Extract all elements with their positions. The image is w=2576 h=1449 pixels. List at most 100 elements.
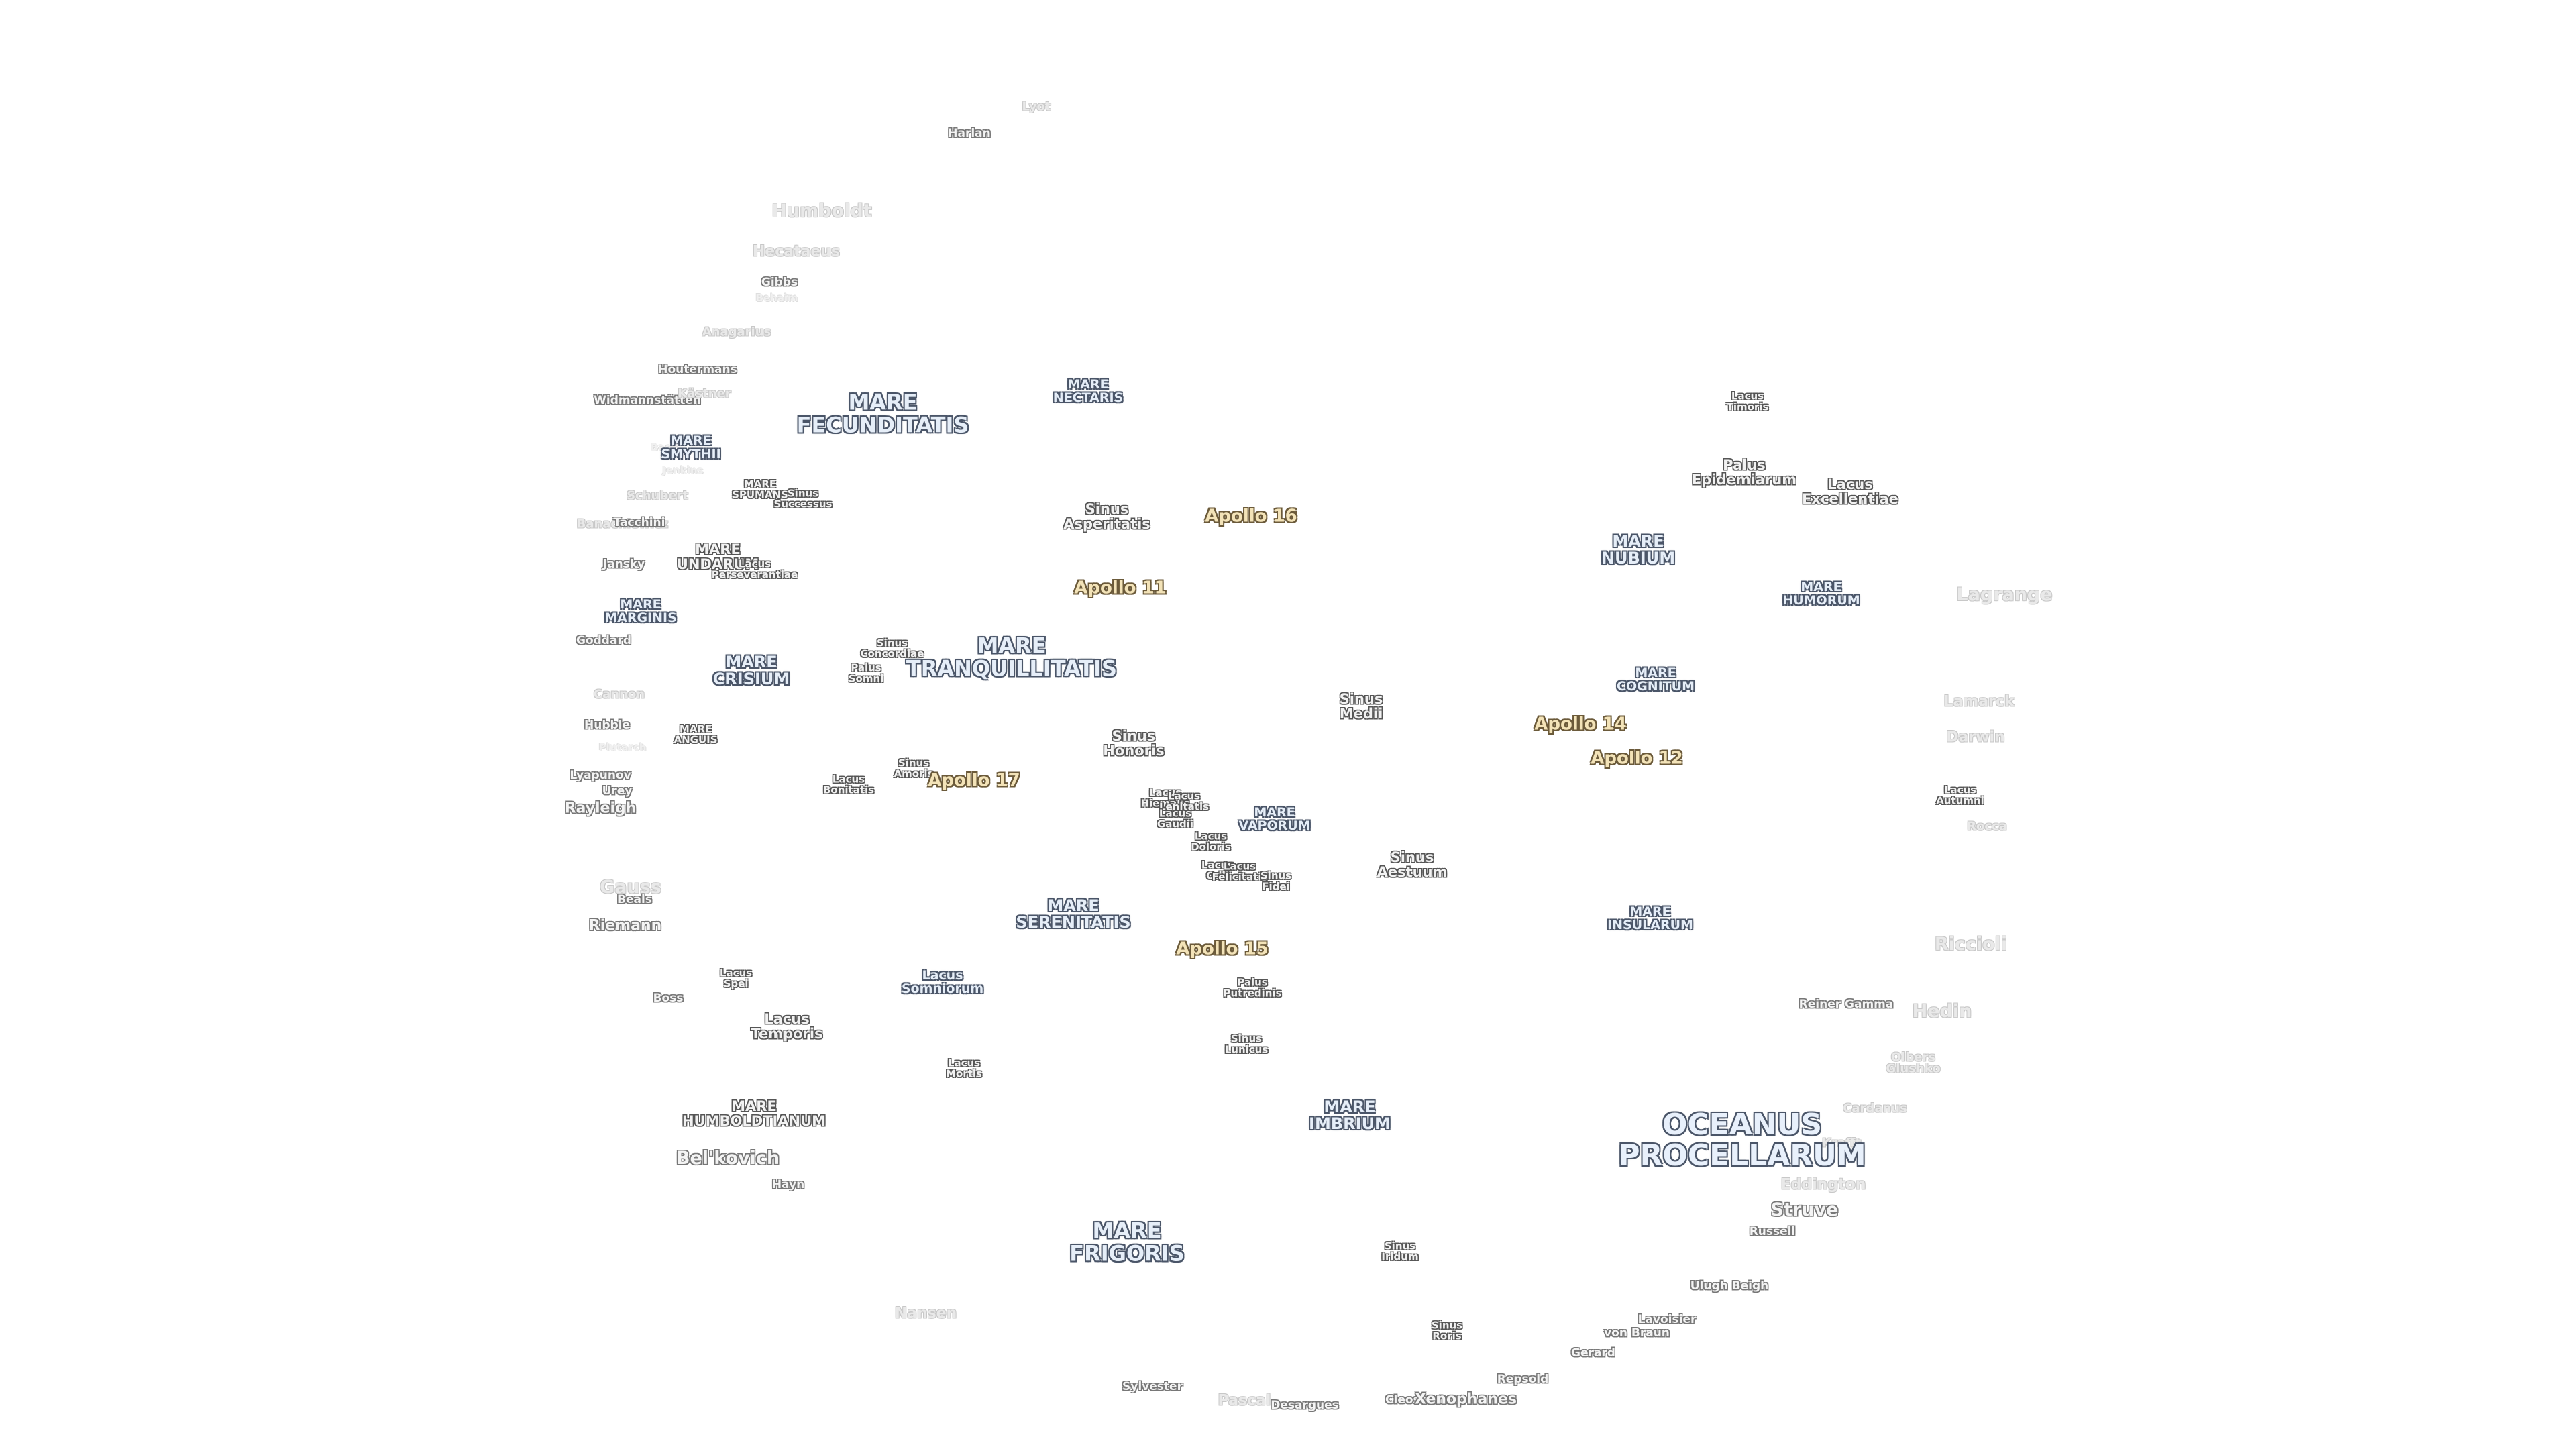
label-palus-somni: Palus Somni xyxy=(848,661,884,684)
label-lacus-temporis: Lacus Temporis xyxy=(751,1010,823,1042)
label-mare-imbrium: MARE IMBRIUM xyxy=(1309,1097,1391,1133)
label-hayn: Hayn xyxy=(771,1178,805,1192)
label-mare-serenitatis: MARE SERENITATIS xyxy=(1016,896,1131,932)
label-bel-kovich: Bel'kovich xyxy=(676,1147,780,1169)
label-mare-insularum: MARE INSULARUM xyxy=(1607,904,1693,932)
label-lacus-mortis: Lacus Mortis xyxy=(946,1057,982,1079)
label-sinus-amoris: Sinus Amoris xyxy=(894,757,934,780)
label-boss: Boss xyxy=(653,991,684,1006)
label-von-braun: von Braun xyxy=(1604,1326,1670,1340)
label-hecataeus: Hecataeus xyxy=(752,243,841,260)
label-sylvester: Sylvester xyxy=(1122,1380,1183,1394)
label-tacchini: Tacchini xyxy=(613,516,665,530)
label-desargues: Desargues xyxy=(1271,1399,1339,1413)
label-lacus-excellentiae: Lacus Excellentiae xyxy=(1802,476,1898,507)
label-mare-crisium: MARE CRISIUM xyxy=(712,652,790,688)
label-glushko: Glushko xyxy=(1886,1061,1941,1076)
label-olbers: Olbers xyxy=(1890,1050,1936,1065)
label-riccioli: Riccioli xyxy=(1934,933,2008,955)
label-oceanus-procellarum: OCEANUS PROCELLARUM xyxy=(1618,1107,1866,1173)
label-lacus-lenitatis: Lacus Lenitatis xyxy=(1159,790,1210,812)
label-lacus-gaudii: Lacus Gaudii xyxy=(1157,807,1194,830)
label-mare-nubium: MARE NUBIUM xyxy=(1601,531,1676,568)
label-goddard: Goddard xyxy=(576,634,631,648)
label-harlan: Harlan xyxy=(948,127,991,141)
label-lacus-spei: Lacus Spei xyxy=(719,967,753,989)
label-behaim: Behaim xyxy=(755,292,798,305)
label-sinus-asperitatis: Sinus Asperitatis xyxy=(1063,500,1150,532)
label-sinus-fidei: Sinus Fidei xyxy=(1260,869,1292,892)
label-palus-putredinis: Palus Putredinis xyxy=(1223,976,1282,999)
label-eddington: Eddington xyxy=(1780,1176,1866,1193)
label-k-stner: Kästner xyxy=(678,386,731,401)
label-gerard: Gerard xyxy=(1571,1346,1615,1360)
label-lamarck: Lamarck xyxy=(1943,693,2015,710)
label-darwin: Darwin xyxy=(1946,729,2005,746)
label-lyot: Lyot xyxy=(1022,99,1051,114)
label-mare-anguis: MARE ANGUIS xyxy=(674,722,718,745)
label-mare-smythii: MARE SMYTHII xyxy=(661,433,721,462)
label-mare-nectaris: MARE NECTARIS xyxy=(1053,377,1124,405)
label-apollo-12: Apollo 12 xyxy=(1591,748,1683,769)
label-xenophanes: Xenophanes xyxy=(1414,1391,1517,1408)
label-humboldt: Humboldt xyxy=(771,200,872,221)
label-apollo-17: Apollo 17 xyxy=(928,770,1020,791)
label-cleostratus: Cleostratus xyxy=(1385,1393,1459,1407)
label-ulugh-beigh: Ulugh Beigh xyxy=(1690,1279,1769,1293)
label-lacus-felicitatis: Lacus Felicitatis xyxy=(1212,860,1268,883)
label-lacus-somniorum: Lacus Somniorum xyxy=(901,968,984,996)
label-riemann: Riemann xyxy=(588,917,662,934)
label-sinus-successus: Sinus Successus xyxy=(773,487,833,510)
label-widmannst-tten: Widmannstätten xyxy=(594,394,701,408)
label-mare-undarum: MARE UNDARUM xyxy=(676,541,759,572)
label-russell: Russell xyxy=(1749,1225,1796,1239)
label-sinus-honoris: Sinus Honoris xyxy=(1103,727,1165,759)
label-reiner-gamma: Reiner Gamma xyxy=(1799,998,1894,1012)
label-cardanus: Cardanus xyxy=(1843,1101,1907,1116)
label-hubble: Hubble xyxy=(584,718,631,733)
label-lacus-bonitatis: Lacus Bonitatis xyxy=(822,773,875,796)
label-mare-cognitum: MARE COGNITUM xyxy=(1617,665,1695,694)
label-jansky: Jansky xyxy=(602,557,645,572)
label-rocca: Rocca xyxy=(1967,819,2007,834)
label-nansen: Nansen xyxy=(894,1305,957,1322)
label-mare-fecunditatis: MARE FECUNDITATIS xyxy=(796,389,969,437)
label-lacus-autumni: Lacus Autumni xyxy=(1936,784,1984,806)
label-lacus-hiemalis: Lacus Hiemalis xyxy=(1140,786,1190,809)
label-palus-epidemiarum: Palus Epidemiarum xyxy=(1691,456,1797,488)
label-lacus-timoris: Lacus Timoris xyxy=(1726,390,1769,413)
label-sinus-roris: Sinus Roris xyxy=(1431,1319,1463,1342)
label-mare-frigoris: MARE FRIGORIS xyxy=(1069,1218,1185,1266)
label-mare-vaporum: MARE VAPORUM xyxy=(1238,805,1311,833)
label-lacus-odii: Lacus Odii xyxy=(1201,859,1234,881)
label-urey: Urey xyxy=(602,784,633,798)
label-repsold: Repsold xyxy=(1497,1373,1549,1387)
label-sinus-concordiae: Sinus Concordiae xyxy=(860,637,924,659)
label-houtermans: Houtermans xyxy=(658,363,737,377)
label-anagarius: Anagarius xyxy=(702,325,771,339)
label-apollo-11: Apollo 11 xyxy=(1074,578,1167,598)
label-jenkins: Jenkins xyxy=(662,464,704,477)
label-mare-humboldtianum: MARE HUMBOLDTIANUM xyxy=(682,1097,826,1129)
label-beals: Beals xyxy=(617,893,652,907)
label-mare-marginis: MARE MARGINIS xyxy=(604,597,677,625)
label-krafft: Krafft xyxy=(1821,1136,1862,1150)
label-sinus-iridum: Sinus Iridum xyxy=(1381,1240,1419,1263)
label-lacus-doloris: Lacus Doloris xyxy=(1191,830,1231,853)
label-lavoisier: Lavoisier xyxy=(1638,1313,1697,1327)
label-hedin: Hedin xyxy=(1912,1000,1972,1022)
label-lagrange: Lagrange xyxy=(1956,584,2053,605)
label-gibbs: Gibbs xyxy=(761,276,798,290)
label-rayleigh: Rayleigh xyxy=(564,800,637,817)
label-lyapunov: Lyapunov xyxy=(570,769,631,783)
label-sinus-aestuum: Sinus Aestuum xyxy=(1377,849,1448,880)
label-pascal: Pascal xyxy=(1218,1392,1271,1409)
label-lacus-perseverantiae: Lacus Perseverantiae xyxy=(711,557,798,580)
label-gauss: Gauss xyxy=(600,876,661,898)
label-apollo-14: Apollo 14 xyxy=(1534,714,1627,735)
label-sinus-lunicus: Sinus Lunicus xyxy=(1224,1032,1269,1055)
label-apollo-15: Apollo 15 xyxy=(1176,938,1269,959)
label-struve: Struve xyxy=(1770,1199,1839,1220)
label-cannon: Cannon xyxy=(593,687,645,702)
label-plutarch: Plutarch xyxy=(598,741,647,754)
